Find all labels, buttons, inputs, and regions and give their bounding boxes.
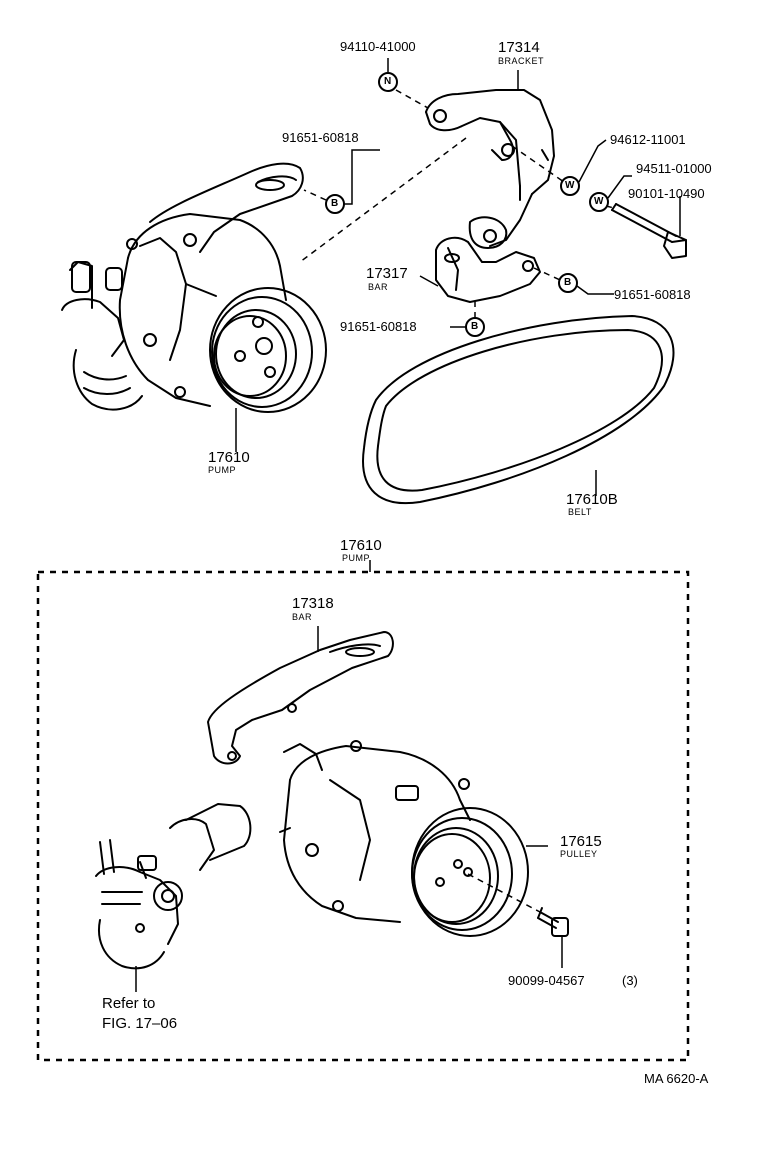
belt-17610b <box>362 315 675 505</box>
screw-part-number: 90099-04567 <box>508 973 585 988</box>
bar-name: BAR <box>368 282 389 292</box>
pump-part-number-box: 17610 <box>340 537 382 554</box>
vacuum-pump-bottom <box>95 803 252 970</box>
bolt-marker-a: B <box>331 198 339 209</box>
washer-marker-circle-b <box>589 192 609 212</box>
nut-marker: N <box>384 76 392 87</box>
washer-marker-b: W <box>594 196 604 207</box>
bracket-part-number: 17314 <box>498 39 540 56</box>
screw-90099-04567 <box>537 907 569 937</box>
belt-part-number: 17610B <box>566 491 618 508</box>
screw-assembly-line <box>467 873 541 913</box>
bolt-marker-b: B <box>564 277 572 288</box>
pulley-17615 <box>411 807 529 937</box>
illustration-code: MA 6620-A <box>644 1071 709 1086</box>
leader-lines-top <box>235 58 681 496</box>
pump-part-number-top: 17610 <box>208 449 250 466</box>
bar-part-number: 17317 <box>366 265 408 282</box>
pump-name-top: PUMP <box>208 465 237 475</box>
nut-marker-circle <box>378 72 398 92</box>
bar-part-number-box: 17318 <box>292 595 334 612</box>
figure-reference: FIG. 17–06 <box>102 1015 178 1032</box>
washer-marker-a: W <box>565 180 575 191</box>
bolt-marker-c: B <box>471 321 479 332</box>
washer-part-number-b: 94511-01000 <box>636 161 712 176</box>
refer-to-text: Refer to <box>102 995 156 1012</box>
washer-part-number-a: 94612-11001 <box>610 132 686 147</box>
bolt-90101-10490 <box>611 203 687 259</box>
washer-marker-circle-a <box>560 176 580 196</box>
nut-part-number: 94110-41000 <box>340 39 416 54</box>
bar-name-box: BAR <box>292 612 313 622</box>
assembly-lines-top <box>299 89 615 318</box>
pump-assembly-top <box>61 162 327 413</box>
bolt-part-number-b: 91651-60818 <box>614 287 691 302</box>
bracket-name: BRACKET <box>498 56 545 66</box>
pump-exploded-box <box>36 570 690 1062</box>
pulley-name: PULLEY <box>560 849 598 859</box>
screw-quantity: (3) <box>622 973 638 988</box>
pump-name-box: PUMP <box>342 553 371 563</box>
belt-name: BELT <box>568 507 592 517</box>
bolt-marker-circle-b <box>558 273 578 293</box>
bar-17317 <box>435 236 541 303</box>
bolt-part-number-a: 91651-60818 <box>282 130 359 145</box>
bracket-17314 <box>425 89 555 249</box>
pulley-part-number: 17615 <box>560 833 602 850</box>
long-bolt-part-number: 90101-10490 <box>628 186 705 201</box>
bolt-part-number-c: 91651-60818 <box>340 319 417 334</box>
leader-lines-bottom <box>135 626 563 992</box>
bar-17318 <box>207 631 394 765</box>
pump-body-bottom <box>279 740 471 923</box>
